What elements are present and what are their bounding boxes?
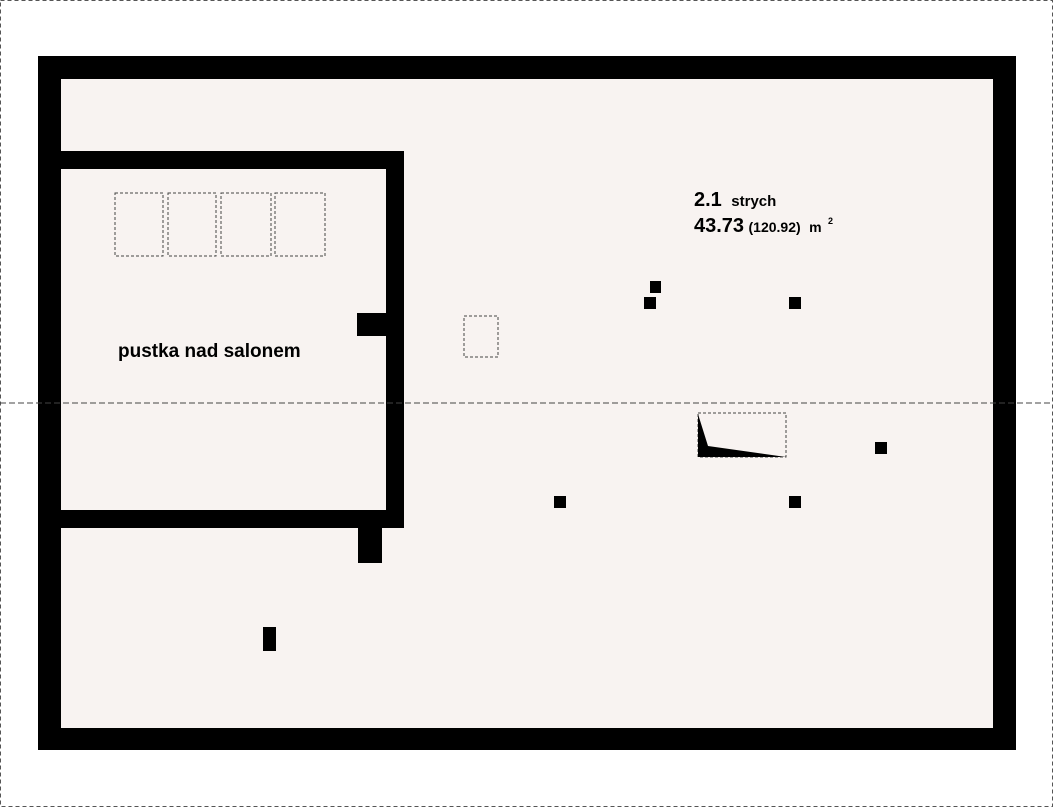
void-wall-top [38,151,404,169]
post [644,297,656,309]
room-area-unit: m [809,219,821,235]
room-area-total: (120.92) [749,219,801,235]
skylight [167,192,217,257]
void-wall-bottom [38,510,404,528]
room-label-attic: 2.1 strych [694,189,776,211]
room-area: 43.73 [694,215,744,237]
void-wall-pier [357,313,387,336]
post [554,496,566,508]
skylight [274,192,326,257]
void-wall-right [386,151,404,528]
skylight [114,192,164,257]
room-area-attic: 43.73 (120.92) m 2 [694,215,833,237]
room-area-unit-exponent: 2 [828,216,833,226]
room-label-void: pustka nad salonem [118,341,301,362]
exterior-wall-bottom [38,728,1016,750]
attic-hatch [463,315,499,358]
post [789,496,801,508]
exterior-wall-top [38,56,1016,79]
post [650,281,661,293]
room-number: 2.1 [694,189,722,211]
chimney-wedge [698,414,786,457]
room-name: strych [731,193,776,210]
post [263,627,276,651]
skylight [220,192,272,257]
post [875,442,887,454]
post [789,297,801,309]
wall-pier-bottom [358,527,382,563]
